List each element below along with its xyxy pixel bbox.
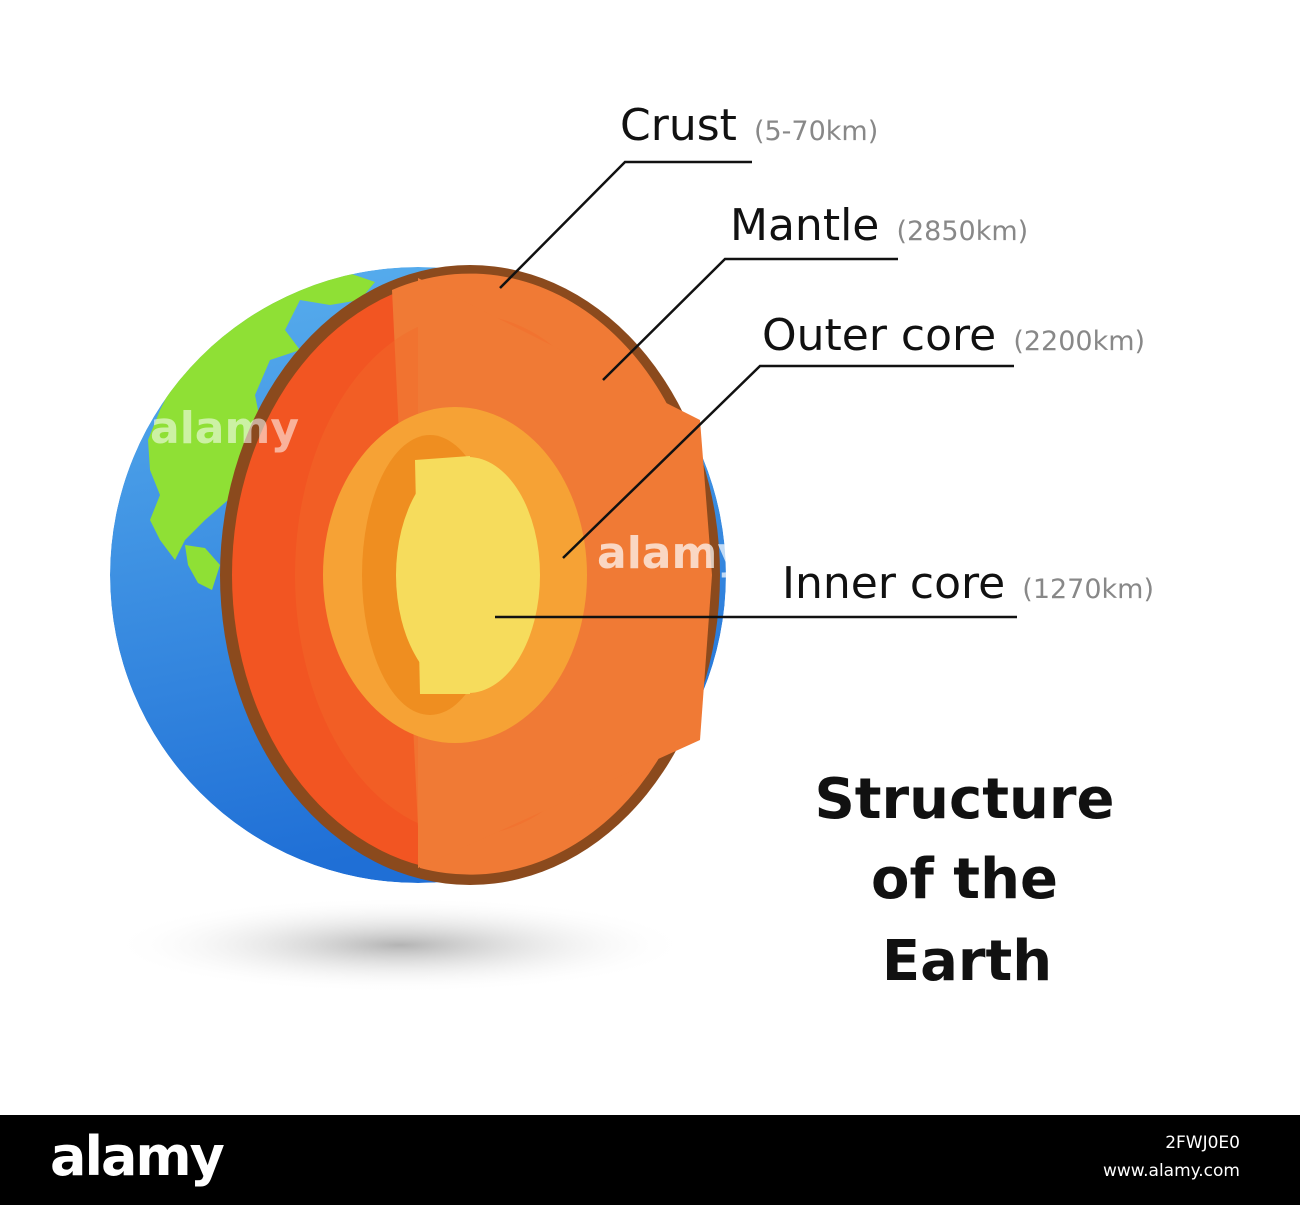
- crust-label: Crust (5-70km): [620, 100, 878, 151]
- inner-core-name: Inner core: [782, 558, 1005, 609]
- inner-core-depth: (1270km): [1022, 574, 1154, 605]
- outer-core-name: Outer core: [762, 310, 996, 361]
- mantle-leader-line: [602, 257, 898, 381]
- cross-section: [220, 265, 720, 885]
- inner-core-cut: [415, 456, 470, 694]
- mantle-label: Mantle (2850km): [730, 200, 1028, 251]
- crust-name: Crust: [620, 100, 737, 151]
- crust-leader-line: [499, 160, 752, 289]
- watermark-left: alamy: [150, 403, 299, 454]
- mantle-name: Mantle: [730, 200, 879, 251]
- mantle-depth: (2850km): [896, 216, 1028, 247]
- title-line-2: of the: [871, 847, 1058, 912]
- outer-core-label: Outer core (2200km): [762, 310, 1145, 361]
- crust-depth: (5-70km): [754, 116, 878, 147]
- title-line-1: Structure: [814, 767, 1114, 832]
- inner-core-label: Inner core (1270km): [782, 558, 1154, 609]
- globe-shadow: [110, 897, 690, 993]
- title-line-3: Earth: [882, 929, 1052, 994]
- footer-bar: alamy 2FWJ0E0 www.alamy.com: [0, 1115, 1300, 1205]
- outer-core-leader-line: [562, 364, 1014, 559]
- image-id-block: 2FWJ0E0 www.alamy.com: [1103, 1129, 1240, 1185]
- brand-logo: alamy: [50, 1125, 225, 1188]
- image-code: 2FWJ0E0: [1165, 1133, 1240, 1153]
- watermark-center: alamy: [597, 528, 746, 579]
- island-land: [185, 545, 220, 590]
- diagram-title: Structure of the Earth: [814, 767, 1119, 994]
- outer-core-depth: (2200km): [1013, 326, 1145, 357]
- image-site: www.alamy.com: [1102, 1161, 1240, 1181]
- earth-structure-diagram: Crust (5-70km) Mantle (2850km) Outer cor…: [110, 100, 1154, 994]
